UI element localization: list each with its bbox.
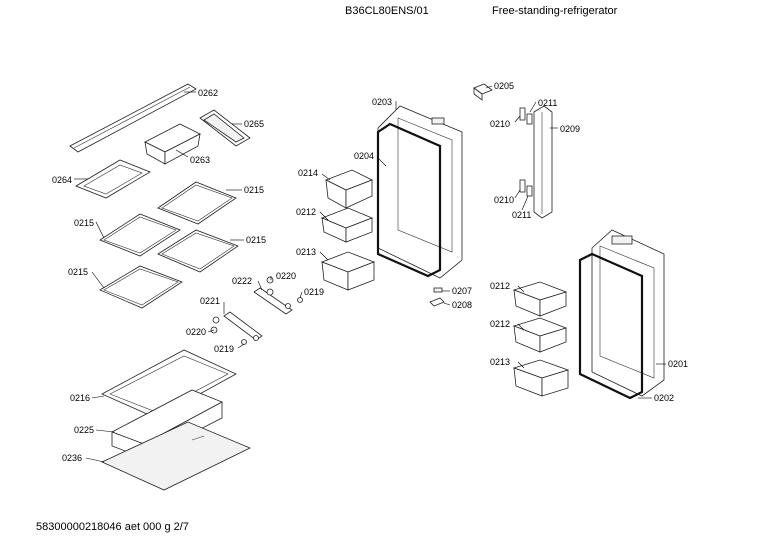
callout-0212-lower-a: 0212 <box>490 281 510 291</box>
part-0202-gasket-lower <box>578 252 644 400</box>
callout-0211-lower: 0211 <box>512 210 531 220</box>
part-0263-box <box>144 123 201 165</box>
callout-0212-lower-b: 0212 <box>490 319 510 329</box>
callout-0215-upper-right: 0215 <box>244 185 264 195</box>
callout-0264: 0264 <box>52 175 72 185</box>
part-0216-drawer-cover <box>101 349 237 419</box>
callout-0221: 0221 <box>200 296 220 306</box>
callout-0215-lower-right: 0215 <box>246 235 266 245</box>
callout-0222: 0222 <box>232 276 252 286</box>
part-0210-0211-clips <box>519 107 533 197</box>
callout-0213-lower: 0213 <box>490 357 510 367</box>
callout-0265: 0265 <box>244 119 264 129</box>
callout-0215-upper-left: 0215 <box>74 218 94 228</box>
callout-0202: 0202 <box>654 393 674 403</box>
callout-0212-upper: 0212 <box>296 207 316 217</box>
callout-0219-lower: 0219 <box>214 344 234 354</box>
callout-0210-upper: 0210 <box>490 119 510 129</box>
callout-0220-lower: 0220 <box>186 327 206 337</box>
callout-0215-lower-left: 0215 <box>68 267 88 277</box>
part-0203-door-upper <box>377 105 463 279</box>
callout-0204: 0204 <box>354 151 374 161</box>
part-0215-shelf-upper-right <box>157 181 237 225</box>
callout-0205: 0205 <box>494 81 514 91</box>
part-0236-plate <box>101 421 251 491</box>
callout-0216: 0216 <box>70 393 90 403</box>
part-0264-tray <box>75 159 151 199</box>
part-0201-door-lower <box>591 229 665 397</box>
part-0265-bracket <box>199 109 251 147</box>
callout-0214: 0214 <box>298 168 318 178</box>
model-number: B36CL80ENS/01 <box>345 5 429 17</box>
document-code: 58300000218046 aet 000 g 2/7 <box>36 521 189 533</box>
callout-0201: 0201 <box>668 359 688 369</box>
callout-0209: 0209 <box>560 124 580 134</box>
part-0209-strip <box>533 105 553 219</box>
part-0214-door-box <box>325 169 373 209</box>
part-0215-shelf-lower-left <box>99 265 183 309</box>
part-0262-rail <box>69 83 197 153</box>
callout-0236: 0236 <box>62 453 82 463</box>
part-0213-bin-upper <box>320 251 376 291</box>
callout-0220-upper: 0220 <box>276 271 296 281</box>
part-0204-gasket-upper <box>376 122 442 278</box>
callout-0208: 0208 <box>452 300 472 310</box>
callout-0219-upper: 0219 <box>304 287 324 297</box>
callout-0263: 0263 <box>190 155 210 165</box>
part-0215-shelf-lower-right <box>157 229 239 273</box>
part-0222-rail <box>253 287 293 315</box>
callout-0211-upper: 0211 <box>538 98 557 108</box>
part-0207-0208-hinge <box>429 287 445 307</box>
part-0215-shelf-upper-left <box>99 213 181 257</box>
callout-0203: 0203 <box>372 97 392 107</box>
part-0212-bin-upper <box>320 207 374 243</box>
part-0212-bin-lower-a <box>512 281 568 317</box>
part-0212-bin-lower-b <box>512 317 568 353</box>
part-0221-rail <box>212 311 263 341</box>
callout-0262: 0262 <box>198 88 218 98</box>
part-0205-block <box>473 83 493 101</box>
callout-0225: 0225 <box>74 425 94 435</box>
callout-0213-upper: 0213 <box>296 247 316 257</box>
leader-lines <box>74 85 666 463</box>
callout-0210-lower: 0210 <box>494 195 514 205</box>
appliance-description: Free-standing-refrigerator <box>492 5 618 17</box>
part-0213-bin-lower <box>512 359 570 397</box>
callout-0207: 0207 <box>452 286 472 296</box>
